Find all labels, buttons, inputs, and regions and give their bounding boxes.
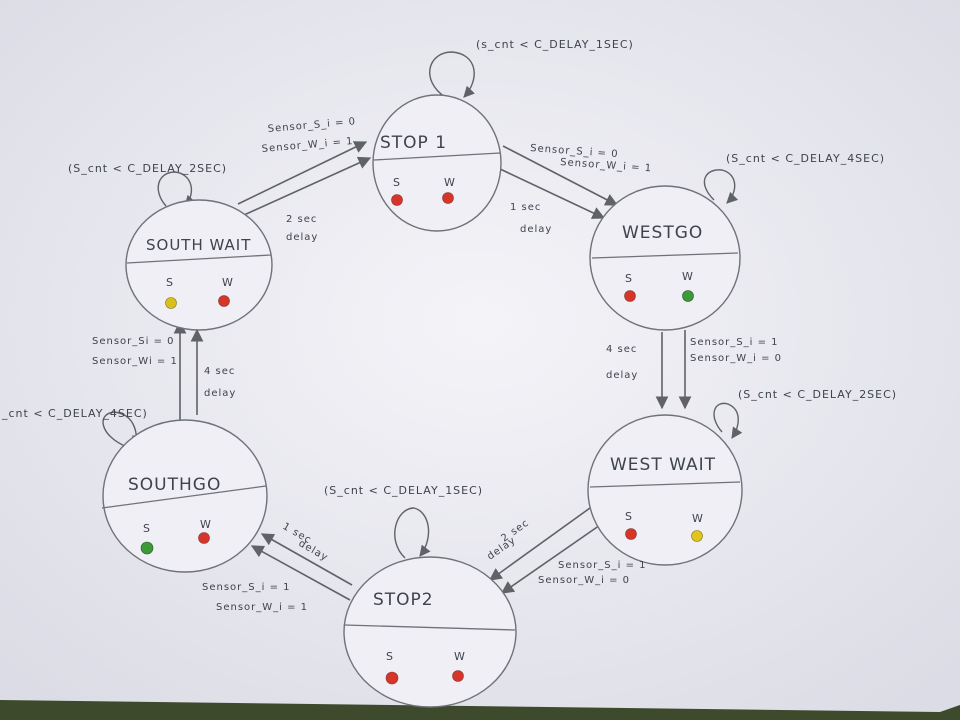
state-westgo-name: WESTGO — [622, 223, 703, 243]
self-loop-stop2-label: (S_cnt < C_DELAY_1SEC) — [324, 484, 483, 497]
condition-sensor-w: Sensor_W_i = 1 — [216, 602, 308, 613]
state-stop1-name: STOP 1 — [380, 133, 447, 153]
transition-westwait-stop2 — [488, 507, 604, 594]
state-stop2-s-light — [385, 671, 399, 685]
self-loop-westgo — [703, 169, 739, 204]
condition-sensor-w: Sensor_W_i = 0 — [538, 575, 630, 586]
delay-word: delay — [606, 370, 638, 381]
state-southwait-w-light — [218, 295, 230, 307]
state-southwait-name: SOUTH WAIT — [146, 236, 251, 254]
self-loop-southwait-label: (S_cnt < C_DELAY_2SEC) — [68, 162, 227, 175]
transition-stop1-westgo — [497, 145, 619, 219]
self-loop-stop1-label: (s_cnt < C_DELAY_1SEC) — [476, 38, 634, 51]
state-stop1-s-light — [391, 194, 403, 206]
state-southgo: SOUTHGO S W — [101, 419, 268, 573]
state-stop2-name: STOP2 — [373, 590, 434, 610]
transition-stop2-southgo — [250, 533, 353, 601]
delay-word: delay — [520, 224, 552, 235]
condition-sensor-w: Sensor_Wi = 1 — [92, 356, 178, 367]
delay-amount: 4 sec — [204, 366, 235, 377]
self-loop-westgo-label: (S_cnt < C_DELAY_4SEC) — [726, 152, 885, 165]
delay-amount: 2 sec — [286, 214, 317, 225]
delay-amount: 4 sec — [606, 344, 637, 355]
state-southgo-s-label: S — [143, 522, 151, 535]
state-westwait-name: WEST WAIT — [610, 455, 716, 475]
state-stop1: STOP 1 S W — [372, 94, 502, 232]
self-loop-southgo-label: _cnt < C_DELAY_4SEC) — [1, 407, 148, 420]
transition-southwait-stop1 — [237, 141, 372, 216]
state-westgo-s-label: S — [625, 272, 633, 285]
condition-sensor-w: Sensor_W_i = 0 — [690, 353, 782, 364]
state-southgo-name: SOUTHGO — [128, 475, 221, 495]
self-loop-stop2 — [394, 507, 431, 559]
state-stop1-w-light — [442, 192, 454, 204]
state-stop1-s-label: S — [393, 176, 401, 189]
state-southgo-s-light — [140, 541, 154, 555]
transition-southgo-southwait-labels: Sensor_Si = 0 Sensor_Wi = 1 4 sec delay — [92, 336, 236, 399]
state-stop2-w-label: W — [454, 650, 466, 663]
condition-sensor-s: Sensor_S_i = 1 — [558, 560, 647, 571]
delay-amount: 1 sec — [510, 202, 541, 213]
state-southwait: SOUTH WAIT S W — [125, 199, 273, 331]
condition-sensor-s: Sensor_S_i = 1 — [690, 337, 779, 348]
state-southwait-s-light — [165, 297, 177, 309]
state-southwait-w-label: W — [222, 276, 234, 289]
state-southgo-w-label: W — [200, 518, 212, 531]
condition-sensor-s: Sensor_Si = 0 — [92, 336, 175, 347]
transition-westgo-westwait — [655, 330, 692, 410]
self-loop-westwait-label: (S_cnt < C_DELAY_2SEC) — [738, 388, 897, 401]
self-loop-westwait — [713, 402, 743, 439]
state-westgo-w-light — [682, 290, 694, 302]
transition-southgo-southwait — [173, 320, 204, 420]
self-loop-southgo — [102, 411, 143, 448]
state-westgo-w-label: W — [682, 270, 694, 283]
state-westwait-s-light — [625, 528, 637, 540]
state-westwait-s-label: S — [625, 510, 633, 523]
state-westwait: WEST WAIT S W — [587, 414, 743, 566]
delay-word: delay — [204, 388, 236, 399]
state-southgo-w-light — [198, 532, 210, 544]
state-stop2-w-light — [452, 670, 464, 682]
state-westwait-w-light — [691, 530, 703, 542]
self-loop-southwait — [157, 171, 196, 207]
state-southwait-s-label: S — [166, 276, 174, 289]
state-stop1-w-label: W — [444, 176, 456, 189]
state-westwait-w-label: W — [692, 512, 704, 525]
self-loop-stop1 — [429, 51, 475, 98]
state-westgo: WESTGO S W — [589, 185, 741, 331]
delay-word: delay — [286, 232, 318, 243]
state-stop2: STOP2 S W — [343, 556, 517, 708]
state-stop2-s-label: S — [386, 650, 394, 663]
state-westgo-s-light — [624, 290, 636, 302]
transition-westgo-westwait-labels: Sensor_S_i = 1 Sensor_W_i = 0 4 sec dela… — [606, 337, 782, 381]
condition-sensor-s: Sensor_S_i = 1 — [202, 582, 291, 593]
